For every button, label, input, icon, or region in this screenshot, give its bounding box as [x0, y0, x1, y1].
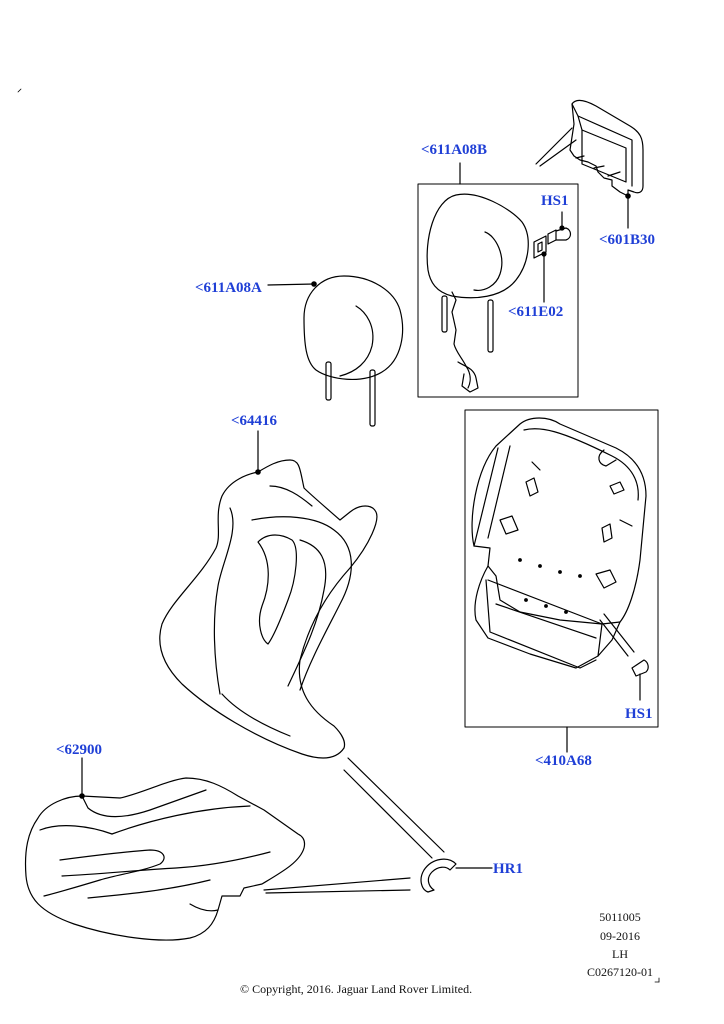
callout-64416[interactable]: <64416	[231, 413, 278, 429]
hog-ring	[264, 758, 492, 893]
part-number: 5011005	[599, 910, 641, 924]
crop-mark-bottom-right	[655, 978, 659, 982]
callout-601b30[interactable]: <601B30	[599, 232, 656, 248]
illustration-id: C0267120-01	[587, 965, 653, 979]
headrest-a	[304, 276, 403, 426]
leader-611a08a	[268, 282, 316, 286]
hs1-bottom-screw	[632, 660, 648, 700]
seat-cushion	[26, 778, 305, 940]
headrest-b-box	[418, 163, 578, 397]
callout-611a08b[interactable]: <611A08B	[421, 142, 488, 158]
callout-62900[interactable]: <62900	[56, 742, 103, 758]
callout-hr1[interactable]: HR1	[493, 861, 523, 877]
side-code: LH	[612, 947, 628, 961]
headrest-trim-frame	[536, 100, 643, 196]
leader-611e02	[542, 252, 546, 302]
backrest-cover	[160, 460, 377, 758]
leader-601b30	[626, 194, 630, 228]
copyright-notice: © Copyright, 2016. Jaguar Land Rover Lim…	[240, 982, 473, 996]
crop-mark-top-left	[18, 89, 21, 92]
leader-64416	[256, 431, 260, 474]
date-code: 09-2016	[600, 929, 640, 943]
callout-611e02[interactable]: <611E02	[508, 304, 564, 320]
callout-hs1-top[interactable]: HS1	[541, 193, 569, 209]
backrest-panel-box	[465, 410, 658, 752]
backrest-panel	[472, 418, 646, 668]
callout-410a68[interactable]: <410A68	[535, 753, 592, 769]
headrest-b	[427, 194, 528, 392]
callout-hs1-bottom[interactable]: HS1	[625, 706, 653, 722]
guide-611e02	[534, 212, 571, 258]
callout-611a08a[interactable]: <611A08A	[195, 280, 262, 296]
leader-62900	[80, 758, 84, 798]
